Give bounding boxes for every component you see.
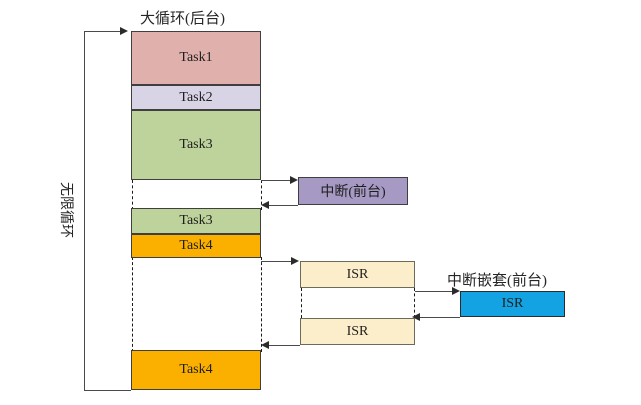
isr-enter-line: [261, 261, 293, 262]
loop-left-line: [84, 31, 85, 390]
loop-top-line: [84, 31, 121, 32]
interrupt-block: 中断(前台): [298, 177, 408, 205]
nested-isr-return-arrowhead: [412, 312, 420, 321]
interrupt-return-line: [264, 205, 298, 206]
isr-block-second: ISR: [300, 318, 415, 345]
infinite-loop-label: 无限循环: [58, 182, 73, 238]
interrupt-enter-line: [261, 180, 293, 181]
isr-dashed-guide-left: [300, 288, 302, 318]
nested-isr-enter-arrowhead: [452, 286, 460, 295]
task-block-task2: Task2: [131, 85, 261, 110]
nested-isr-enter-line: [415, 291, 455, 292]
dashed-guide-right-1: [261, 180, 262, 210]
task-block-task4-first: Task4: [131, 234, 261, 258]
task-block-task1: Task1: [131, 31, 261, 85]
dashed-guide-right-2: [261, 257, 262, 352]
nested-isr-return-line: [418, 317, 460, 318]
isr-dashed-guide-right: [414, 288, 415, 318]
isr-return-arrowhead: [261, 340, 269, 349]
nested-isr-block: ISR: [460, 291, 565, 317]
nested-interrupt-title: 中断嵌套(前台): [447, 273, 547, 289]
figure-caption: [238, 396, 448, 405]
dashed-guide-left-2: [131, 257, 133, 352]
interrupt-return-arrowhead: [261, 200, 269, 209]
loop-bottom-line: [84, 390, 131, 391]
dashed-guide-left-1: [131, 180, 133, 210]
loop-top-arrowhead: [120, 26, 128, 35]
interrupt-enter-arrowhead: [290, 175, 298, 184]
isr-enter-arrowhead: [291, 256, 299, 265]
isr-block-first: ISR: [300, 261, 415, 288]
task-block-task3-second: Task3: [131, 208, 261, 234]
task-block-task3-first: Task3: [131, 110, 261, 180]
task-block-task4-second: Task4: [131, 350, 261, 390]
isr-return-line: [264, 345, 300, 346]
main-loop-title: 大循环(后台): [140, 11, 225, 27]
